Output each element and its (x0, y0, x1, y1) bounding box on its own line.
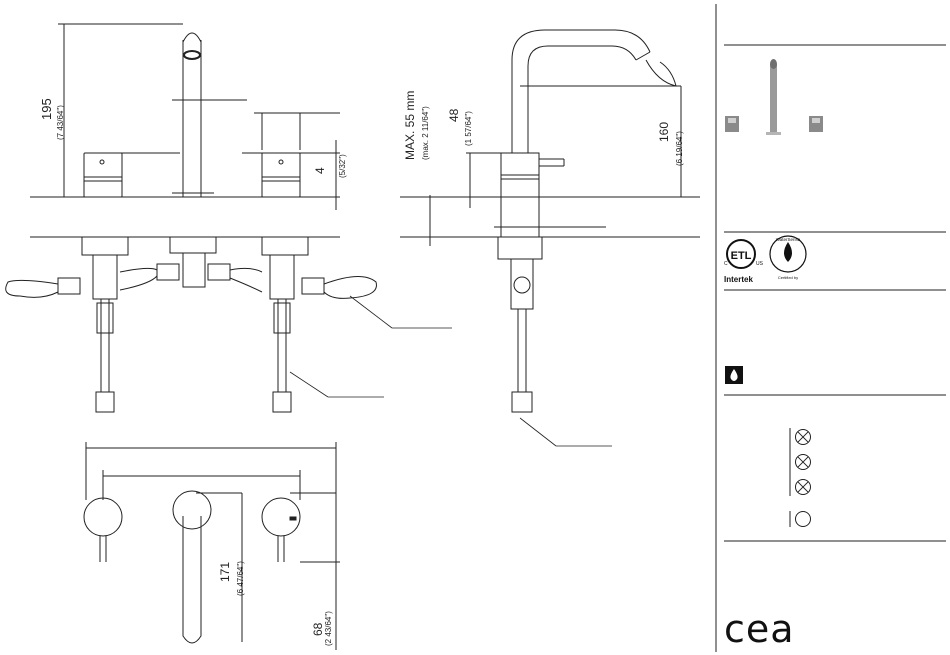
spout-reach-in: (6 47/64") (236, 561, 245, 596)
etl-logo: ETL C US Intertek (724, 240, 764, 284)
top-view (84, 442, 340, 650)
handle-height-mm: 48 (447, 108, 461, 122)
spout-height-in: (6 19/64") (675, 131, 684, 166)
product-thumbnail (725, 59, 823, 135)
etl-us: US (756, 261, 764, 267)
empty-circle-icon (796, 512, 811, 527)
brand-logo: cea (724, 610, 795, 648)
handle-height-in: (1 57/64") (464, 111, 473, 146)
watersense-logo: WaterSense Certified by (770, 236, 806, 280)
handle-offset-mm: 68 (311, 622, 325, 636)
deck-thickness-in: (5/32") (338, 154, 347, 178)
front-view (6, 24, 452, 412)
watersense-sub: Certified by (778, 275, 798, 280)
crossed-circle-icon (796, 480, 811, 495)
spout-reach-mm: 171 (218, 562, 232, 582)
dimension-labels: 195 (7 43/64") 4 (5/32") MAX. 55 mm (max… (39, 91, 684, 646)
side-view (400, 30, 700, 446)
etl-c: C (724, 261, 728, 267)
spout-height-mm: 160 (657, 122, 671, 142)
water-drop-icon (725, 366, 743, 384)
crossed-circle-icon (796, 430, 811, 445)
front-height-mm: 195 (39, 98, 54, 120)
etl-mark: ETL (731, 250, 752, 262)
max-deck-label: MAX. 55 mm (403, 91, 417, 160)
watersense-label: WaterSense (776, 237, 801, 242)
max-deck-in: (max. 2 11/64") (421, 106, 430, 160)
deck-thickness-mm: 4 (313, 167, 327, 174)
handle-offset-in: (2 43/64") (324, 611, 333, 646)
option-icons (790, 428, 811, 527)
info-panel (716, 4, 946, 652)
intertek-label: Intertek (724, 275, 753, 284)
front-height-in: (7 43/64") (56, 105, 65, 140)
crossed-circle-icon (796, 455, 811, 470)
